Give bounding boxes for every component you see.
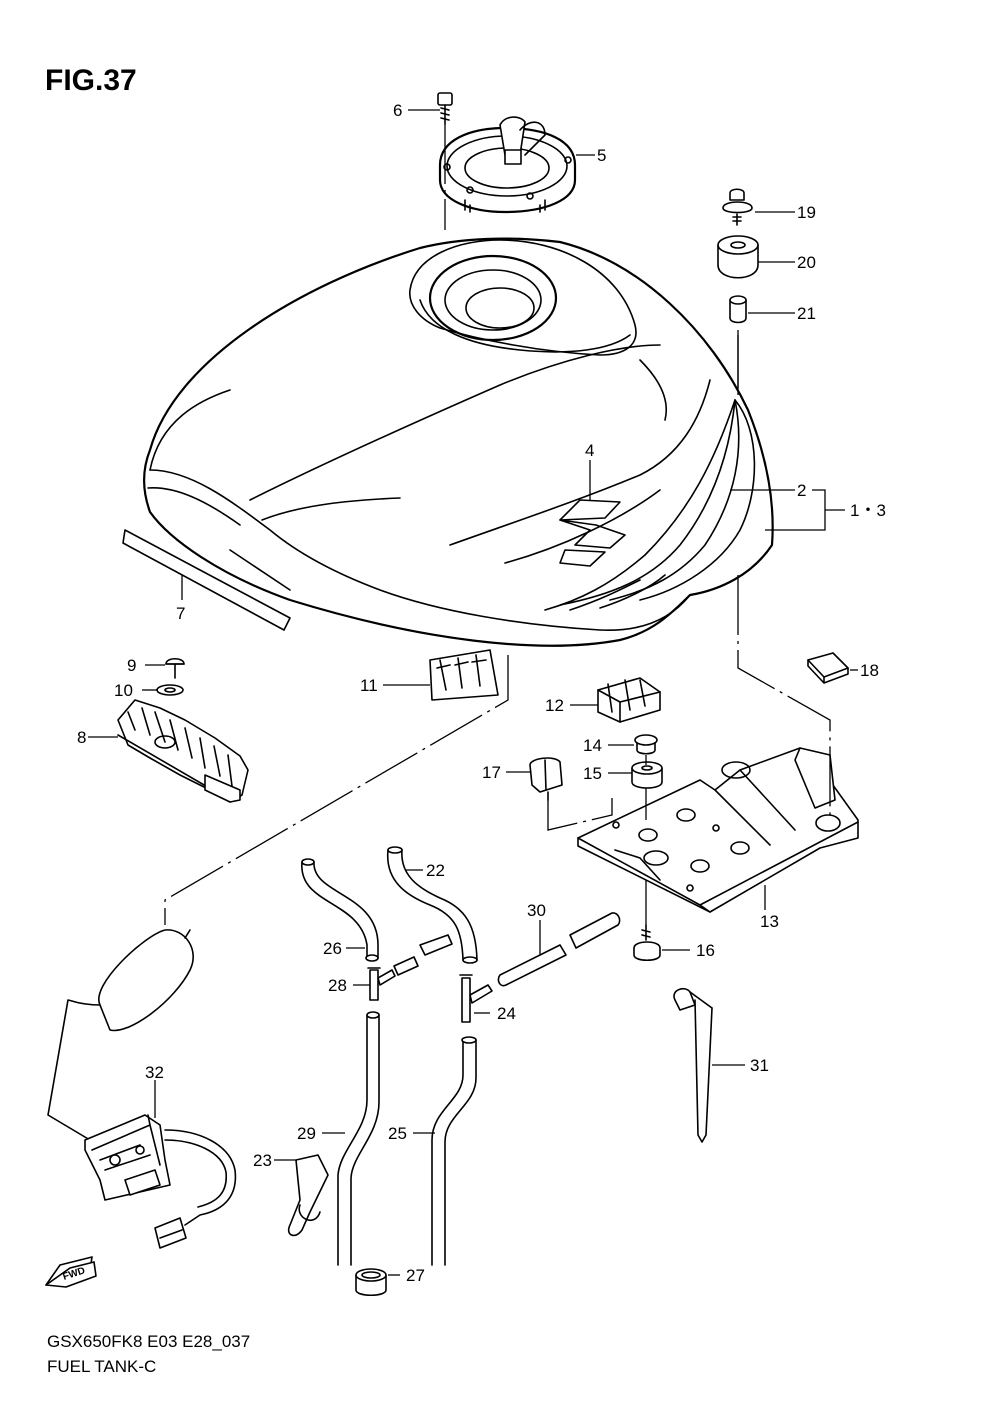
hose-30 — [497, 912, 621, 987]
label-26: 26 — [323, 939, 342, 958]
part-labels: 1・3 2 4 5 6 7 8 9 10 11 12 13 14 15 16 1… — [77, 101, 886, 1285]
figure-title: FIG.37 — [45, 64, 137, 97]
pad — [807, 652, 849, 684]
label-14: 14 — [583, 736, 602, 755]
label-6: 6 — [393, 101, 402, 120]
bolt-16 — [633, 924, 661, 962]
hose-25 — [431, 1036, 477, 1266]
label-5: 5 — [597, 146, 606, 165]
cap-bolt — [437, 92, 453, 125]
label-23: 23 — [253, 1151, 272, 1170]
label-22: 22 — [426, 861, 445, 880]
washer-10 — [156, 684, 184, 696]
bolt-9 — [165, 657, 185, 679]
cushion — [717, 235, 759, 279]
trim-strip — [122, 529, 291, 631]
label-28: 28 — [328, 976, 347, 995]
washer-screw — [722, 188, 753, 226]
hose-26 — [301, 858, 379, 962]
cap-17 — [529, 757, 563, 801]
label-32: 32 — [145, 1063, 164, 1082]
rod-31 — [673, 988, 713, 1143]
collar-27 — [355, 1268, 387, 1297]
fuel-tank — [142, 237, 774, 647]
label-21: 21 — [797, 304, 816, 323]
rear-bracket — [117, 699, 249, 803]
label-2: 2 — [797, 481, 806, 500]
label-9: 9 — [127, 656, 136, 675]
joint-28 — [367, 967, 396, 1001]
forward-arrow-icon: FWD — [45, 1256, 97, 1288]
grommet-14 — [634, 734, 658, 755]
label-12: 12 — [545, 696, 564, 715]
label-27: 27 — [406, 1266, 425, 1285]
label-8: 8 — [77, 728, 86, 747]
joint-24 — [459, 974, 493, 1023]
rear-cushion — [429, 649, 499, 701]
fuel-cap — [438, 116, 577, 214]
label-25: 25 — [388, 1124, 407, 1143]
fuel-pump — [47, 929, 237, 1249]
leader-lines — [88, 109, 858, 1276]
grommet-15 — [631, 761, 663, 789]
bracket-plate — [577, 747, 859, 913]
label-17: 17 — [482, 763, 501, 782]
label-11: 11 — [360, 676, 378, 695]
label-16: 16 — [696, 941, 715, 960]
label-7: 7 — [176, 604, 185, 623]
label-29: 29 — [297, 1124, 316, 1143]
label-10: 10 — [114, 681, 133, 700]
label-1-3: 1・3 — [850, 501, 886, 520]
label-18: 18 — [860, 661, 879, 680]
label-13: 13 — [760, 912, 779, 931]
label-15: 15 — [583, 764, 602, 783]
label-31: 31 — [750, 1056, 769, 1075]
label-24: 24 — [497, 1004, 516, 1023]
short-hoses — [393, 934, 453, 976]
label-20: 20 — [797, 253, 816, 272]
label-4: 4 — [585, 441, 594, 460]
label-19: 19 — [797, 203, 816, 222]
footer-model-code: GSX650FK8 E03 E28_037 — [47, 1332, 250, 1351]
label-30: 30 — [527, 901, 546, 920]
hose-29 — [337, 1011, 380, 1266]
front-cushion — [597, 677, 661, 723]
collar — [729, 295, 747, 324]
footer-section-name: FUEL TANK-C — [47, 1357, 156, 1376]
clamp-23 — [287, 1154, 329, 1237]
hose-22 — [386, 846, 478, 964]
